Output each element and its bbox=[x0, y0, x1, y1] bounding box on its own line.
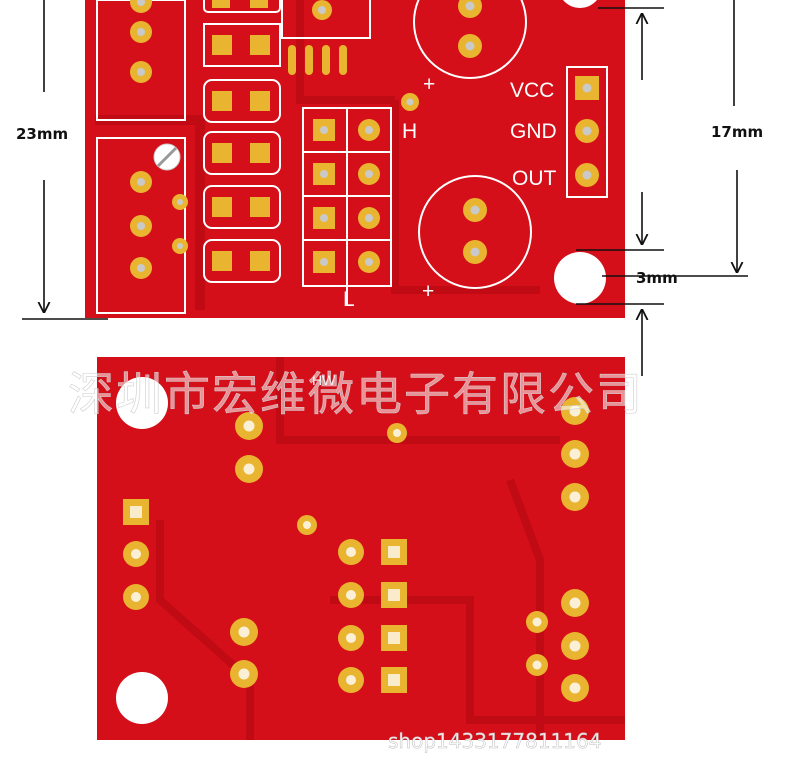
smd-pad-column bbox=[203, 0, 281, 283]
bottom-board: HW bbox=[97, 357, 625, 740]
left-upper-connector bbox=[96, 0, 186, 121]
mounting-hole-top-right bbox=[563, 0, 597, 8]
silk-plus-lower: + bbox=[422, 280, 434, 303]
dimension-label-23mm: 23mm bbox=[16, 125, 68, 143]
left-lower-connector bbox=[96, 137, 188, 314]
silk-label-h: H bbox=[402, 120, 417, 143]
dimension-label-3mm: 3mm bbox=[636, 269, 678, 287]
bottom-hole-top-left bbox=[116, 377, 168, 429]
silk-label-hw: HW bbox=[312, 372, 336, 388]
dimension-23mm: 23mm bbox=[16, 0, 108, 320]
dimension-17mm: 17mm bbox=[598, 0, 763, 277]
dimension-3mm: 3mm bbox=[576, 14, 678, 376]
shop-watermark: shop1433177811164 bbox=[388, 729, 601, 753]
capacitor-lower bbox=[418, 175, 532, 289]
jumper-header bbox=[302, 107, 392, 306]
silk-plus-upper: + bbox=[423, 73, 435, 96]
silk-label-vcc: VCC bbox=[510, 79, 554, 102]
bottom-pads bbox=[123, 397, 589, 702]
silk-label-gnd: GND bbox=[510, 120, 557, 143]
silk-label-l: L bbox=[343, 288, 355, 311]
dimension-label-17mm: 17mm bbox=[711, 123, 763, 141]
top-board: L H + + VCC GND OUT bbox=[85, 0, 625, 318]
company-watermark: 深圳市宏维微电子有限公司 bbox=[68, 367, 644, 421]
silk-label-out: OUT bbox=[512, 167, 557, 190]
mounting-hole-bottom-right bbox=[554, 252, 606, 304]
ic-footprint bbox=[281, 0, 371, 75]
bottom-hole-bottom-left bbox=[116, 672, 168, 724]
capacitor-upper bbox=[413, 0, 527, 79]
output-header bbox=[566, 66, 608, 198]
